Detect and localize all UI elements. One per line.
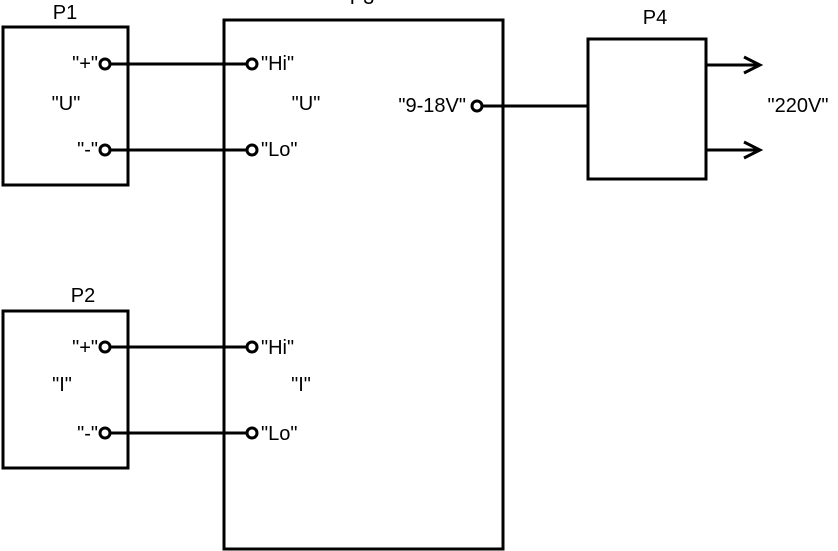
- block-p1-quantity: "U": [52, 93, 81, 115]
- terminal-p2-plus: [98, 340, 112, 354]
- block-p1-plus-label: "+": [72, 53, 98, 75]
- terminal-p2-minus: [98, 426, 112, 440]
- terminal-p3-power-in: [470, 99, 484, 113]
- terminal-p3-i-hi: [245, 340, 259, 354]
- block-p2-title: P2: [71, 285, 95, 307]
- wires: [105, 55, 764, 435]
- block-p3-box: [222, 18, 505, 551]
- block-p2-box: [1, 309, 130, 470]
- arrowhead-output-upper: [743, 55, 764, 75]
- terminal-p3-i-lo: [245, 426, 259, 440]
- block-p2: P2 "I" "+" "-": [1, 285, 130, 470]
- terminal-p1-minus: [98, 143, 112, 157]
- terminal-p3-u-lo: [245, 143, 259, 157]
- block-p1: P1 "U" "+" "-": [1, 2, 130, 187]
- block-p4-output-label: "220V": [768, 95, 829, 117]
- block-p3-i-hi-label: "Hi": [261, 337, 294, 359]
- block-p3: P3 "Hi" "U" "Lo" "9-18V" "Hi" "I" "Lo": [222, 0, 505, 551]
- block-p3-i-quantity: "I": [291, 374, 311, 396]
- terminals: [98, 57, 484, 440]
- block-p1-title: P1: [53, 2, 77, 24]
- block-p3-title: P3: [350, 0, 374, 9]
- block-p3-i-lo-label: "Lo": [261, 423, 297, 445]
- arrowhead-output-lower: [743, 140, 764, 160]
- block-p1-minus-label: "-": [77, 139, 98, 161]
- block-p4: P4 "220V": [586, 7, 829, 181]
- block-p1-box: [1, 25, 130, 187]
- terminal-p3-u-hi: [245, 57, 259, 71]
- terminal-p1-plus: [98, 57, 112, 71]
- block-p3-power-in-label: "9-18V": [398, 95, 466, 117]
- block-p3-u-lo-label: "Lo": [261, 139, 297, 161]
- block-p2-plus-label: "+": [72, 337, 98, 359]
- block-p2-quantity: "I": [52, 374, 72, 396]
- block-p3-u-quantity: "U": [292, 93, 321, 115]
- block-p2-minus-label: "-": [77, 423, 98, 445]
- block-p4-title: P4: [643, 7, 667, 29]
- block-p3-u-hi-label: "Hi": [261, 53, 294, 75]
- block-p4-box: [586, 37, 708, 181]
